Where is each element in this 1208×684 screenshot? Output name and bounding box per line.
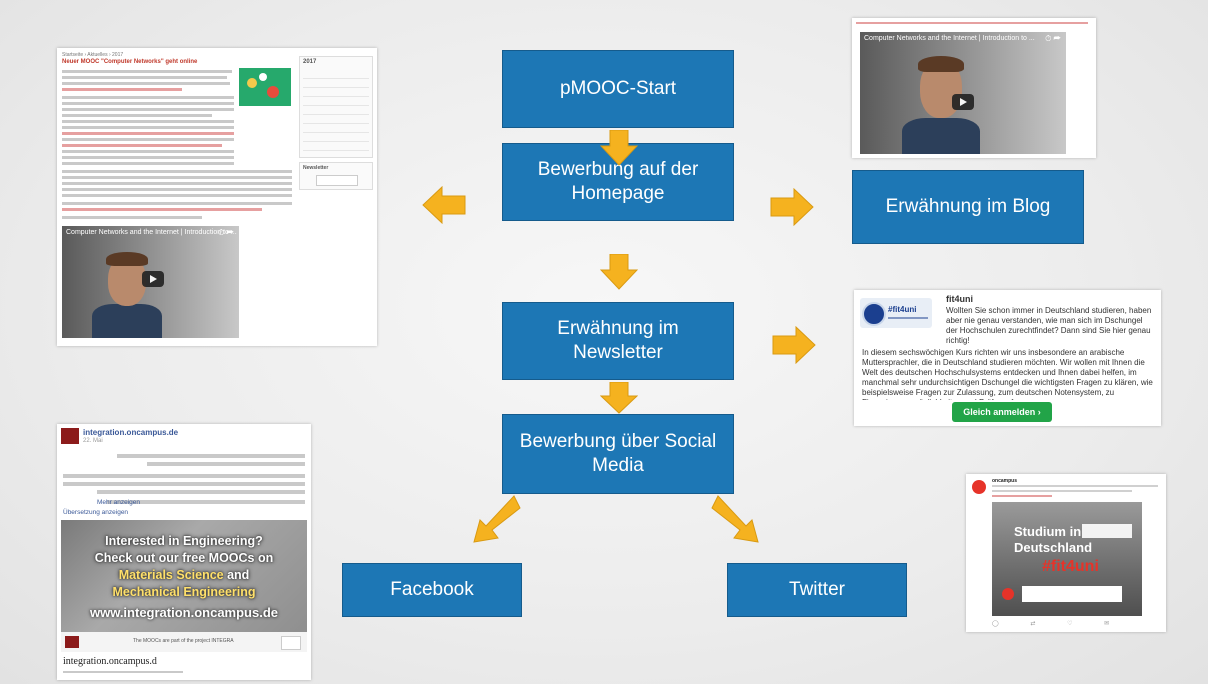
homepage-video[interactable]: Computer Networks and the Internet | Int… — [62, 226, 239, 338]
box-social-media: Bewerbung über Social Media — [502, 414, 734, 494]
video-title: Computer Networks and the Internet | Int… — [66, 229, 237, 236]
twitter-image-banner — [1022, 586, 1122, 602]
ad-headline-4: Mechanical Engineering — [112, 584, 256, 599]
newsletter-signup-button[interactable]: Gleich anmelden › — [952, 402, 1052, 422]
sidebar-title: 2017 — [303, 59, 317, 65]
twitter-action-bar: ◯ ⇄ ♡ ✉ — [992, 620, 1142, 628]
blog-video[interactable]: Computer Networks and the Internet | Int… — [860, 32, 1066, 154]
twitter-screenshot: oncampus Studium in Deutschland #fit4uni… — [966, 474, 1166, 632]
facebook-more-link[interactable]: Mehr anzeigen — [97, 499, 140, 506]
blog-video-title: Computer Networks and the Internet | Int… — [864, 35, 1035, 42]
box-facebook: Facebook — [342, 563, 522, 617]
course-teaser-image — [239, 68, 291, 106]
arrow-diag-twitter — [711, 495, 759, 543]
play-icon[interactable] — [142, 271, 164, 287]
box-twitter: Twitter — [727, 563, 907, 617]
ad-url: www.integration.oncampus.de — [89, 604, 279, 620]
arrow-right-blog — [770, 188, 814, 226]
newsletter-subscribe-button[interactable] — [316, 175, 358, 186]
blog-screenshot: Computer Networks and the Internet | Int… — [852, 18, 1096, 158]
arrow-down-1 — [600, 130, 638, 166]
sidebar-archive: 2017 — [299, 56, 373, 158]
newsletter-screenshot: #fit4uni fit4uni Wollten Sie schon immer… — [854, 290, 1161, 426]
facebook-post-date: 22. Mai — [83, 438, 103, 444]
box-newsletter: Erwähnung im Newsletter — [502, 302, 734, 380]
ad-headline-2: Check out our free MOOCs on — [94, 550, 274, 565]
facebook-page-avatar — [61, 428, 79, 444]
ad-footer: The MOOCs are part of the project INTEGR… — [61, 632, 307, 652]
arrow-left-homepage — [422, 186, 466, 224]
twitter-image-logo — [1002, 588, 1014, 600]
blog-share-icon[interactable]: ⏱ ➦ — [1045, 34, 1061, 43]
twitter-image-hashtag: #fit4uni — [1042, 558, 1099, 575]
newsletter-body: In diesem sechswöchigen Kurs richten wir… — [862, 348, 1153, 400]
facebook-page-name[interactable]: integration.oncampus.de — [83, 428, 179, 437]
homepage-screenshot: Startseite › Aktuelles › 2017 Neuer MOOC… — [57, 48, 377, 346]
twitter-image-text-1: Studium in — [1014, 524, 1082, 539]
twitter-avatar — [972, 480, 986, 494]
facebook-ad-image: Interested in Engineering? Check out our… — [61, 520, 307, 632]
arrow-right-newsletter — [772, 326, 816, 364]
blog-play-icon[interactable] — [952, 94, 974, 110]
facebook-screenshot: integration.oncampus.de 22. Mai Mehr anz… — [57, 424, 311, 680]
ad-headline-3: Materials Science and — [118, 567, 250, 582]
retweet-icon[interactable]: ⇄ — [1030, 621, 1036, 627]
reply-icon[interactable]: ◯ — [992, 621, 999, 627]
homepage-headline: Neuer MOOC "Computer Networks" geht onli… — [62, 59, 198, 65]
arrow-down-3 — [600, 382, 638, 414]
fit4uni-logo: #fit4uni — [860, 298, 932, 328]
sidebar-newsletter-label: Newsletter — [303, 165, 329, 171]
arrow-down-2 — [600, 254, 638, 290]
newsletter-sender: fit4uni — [946, 294, 973, 304]
ad-footer-text: The MOOCs are part of the project INTEGR… — [133, 638, 234, 644]
newsletter-intro: Wollten Sie schon immer in Deutschland s… — [946, 306, 1152, 345]
fit4uni-hashtag: #fit4uni — [888, 305, 917, 314]
like-icon[interactable]: ♡ — [1067, 621, 1073, 627]
oncampus-logo — [65, 636, 79, 648]
ad-headline-1: Interested in Engineering? — [105, 533, 263, 548]
facebook-link-title[interactable]: integration.oncampus.d — [63, 656, 157, 667]
twitter-handle[interactable]: oncampus — [992, 478, 1018, 484]
arrow-diag-facebook — [473, 495, 521, 543]
dm-icon[interactable]: ✉ — [1104, 621, 1110, 627]
eu-flag-icon — [281, 636, 301, 650]
twitter-image-arabic — [1082, 524, 1132, 538]
facebook-translate-link[interactable]: Übersetzung anzeigen — [63, 509, 129, 516]
twitter-image: Studium in Deutschland #fit4uni — [992, 502, 1142, 616]
share-icon[interactable]: ⏱ ➦ — [218, 228, 234, 237]
box-blog: Erwähnung im Blog — [852, 170, 1084, 244]
box-pmooc-start: pMOOC-Start — [502, 50, 734, 128]
breadcrumb: Startseite › Aktuelles › 2017 — [62, 52, 124, 58]
sidebar-newsletter: Newsletter — [299, 162, 373, 190]
twitter-image-text-2: Deutschland — [1014, 540, 1093, 555]
